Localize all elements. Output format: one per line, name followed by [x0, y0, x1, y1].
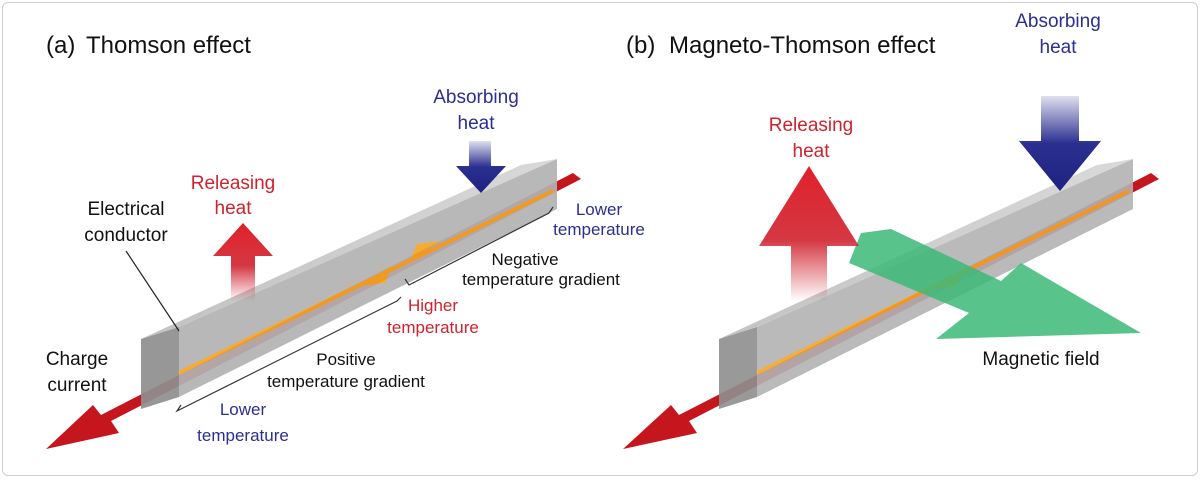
- panel-b-letter: (b): [626, 32, 655, 59]
- negative-gradient-label: Negative: [491, 250, 558, 269]
- positive-gradient-bracket: [175, 296, 402, 413]
- releasing-heat-label: Releasing: [769, 115, 854, 136]
- releasing-heat-label: heat: [215, 198, 253, 219]
- flow-line: [178, 189, 554, 375]
- thomson-diagram: (a) Thomson effect Electrical conductor …: [46, 11, 1159, 449]
- charge-current-label: current: [47, 375, 107, 396]
- magnetic-field-arrow: [849, 229, 1141, 339]
- releasing-heat-label: heat: [793, 141, 831, 162]
- flow-arrowhead-icon: [411, 241, 441, 259]
- conductor-label: conductor: [84, 225, 168, 246]
- panel-b: (b) Magneto-Thomson effect Releasing hea…: [623, 11, 1159, 449]
- absorbing-heat-label: Absorbing: [1015, 11, 1101, 32]
- charge-current-label: Charge: [46, 349, 108, 370]
- absorbing-heat-arrow: [456, 141, 506, 193]
- absorbing-heat-label: heat: [458, 113, 496, 134]
- flow-arrowhead-icon: [361, 266, 391, 286]
- panel-a-title: Thomson effect: [86, 32, 251, 59]
- negative-gradient-bracket: [404, 206, 554, 286]
- conductor-label: Electrical: [87, 199, 164, 220]
- negative-gradient-label: temperature gradient: [462, 270, 620, 289]
- releasing-heat-label: Releasing: [191, 173, 276, 194]
- positive-gradient-label: temperature gradient: [267, 372, 425, 391]
- panel-a: (a) Thomson effect Electrical conductor …: [46, 32, 645, 449]
- conductor-pointer: [125, 250, 180, 332]
- higher-temperature-label: Higher: [408, 296, 458, 315]
- absorbing-heat-label: heat: [1040, 37, 1078, 58]
- releasing-heat-arrow: [213, 223, 273, 301]
- lower-temperature-right: Lower: [576, 200, 623, 219]
- lower-temperature-left: Lower: [220, 400, 267, 419]
- higher-temperature-label: temperature: [387, 318, 479, 337]
- panel-b-title: Magneto-Thomson effect: [669, 32, 936, 59]
- positive-gradient-label: Positive: [316, 350, 376, 369]
- releasing-heat-arrow: [759, 166, 859, 301]
- lower-temperature-left: temperature: [197, 426, 289, 445]
- panel-a-letter: (a): [46, 32, 75, 59]
- absorbing-heat-arrow: [1019, 96, 1101, 191]
- absorbing-heat-label: Absorbing: [433, 87, 519, 108]
- magnetic-field-label: Magnetic field: [982, 349, 1099, 370]
- lower-temperature-right: temperature: [553, 220, 645, 239]
